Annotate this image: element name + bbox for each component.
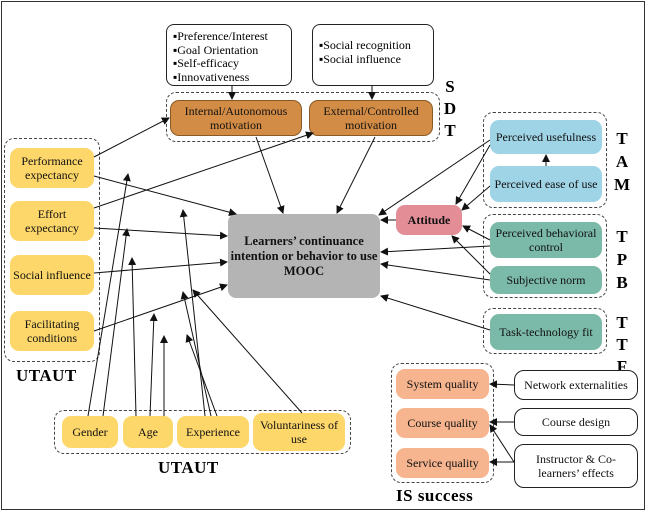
arrow xyxy=(380,261,491,281)
ttf-group xyxy=(483,308,607,354)
voluntariness-box: Voluntariness of use xyxy=(253,413,345,451)
arrow xyxy=(179,209,206,417)
facilitating-conditions-box: Facilitating conditions xyxy=(10,311,94,351)
sdt-letter: S xyxy=(445,77,455,96)
tpb-letter: T xyxy=(616,227,628,246)
arrow xyxy=(461,185,491,211)
sdt-letter: D xyxy=(443,99,457,118)
arrow xyxy=(149,313,158,417)
continuance-intention-box: Learners’ continuance intention or behav… xyxy=(228,214,380,298)
list-item: ▪Innovativeness xyxy=(173,69,250,84)
perceived-usefulness-box: Perceived usefulness xyxy=(490,120,602,154)
list-item: ▪Goal Orientation xyxy=(173,42,259,57)
tam-letter: A xyxy=(615,152,629,171)
system-quality-box: System quality xyxy=(396,369,489,399)
arrow xyxy=(93,227,228,240)
list-item: ▪Social recognition xyxy=(319,38,411,52)
gender-box: Gender xyxy=(62,416,118,448)
ttf-letter: T xyxy=(616,335,628,354)
tpb-group xyxy=(483,214,607,298)
tpb-letter: P xyxy=(616,250,628,269)
utaut-left-label: UTAUT xyxy=(16,366,77,385)
subjective-norm-box: Subjective norm xyxy=(490,266,602,294)
utaut-bottom-label: UTAUT xyxy=(158,458,219,477)
network-externalities-box: Network externalities xyxy=(514,370,638,400)
age-box: Age xyxy=(123,416,173,448)
course-quality-box: Course quality xyxy=(396,408,489,438)
arrow xyxy=(380,294,491,331)
tam-group xyxy=(483,112,607,208)
arrow xyxy=(455,144,491,205)
arrow xyxy=(185,334,218,417)
tam-letter: T xyxy=(616,129,628,148)
arrow xyxy=(128,257,137,417)
task-technology-fit-box: Task-technology fit xyxy=(490,314,602,350)
perceived-behavioral-control-box: Perceived behavioral control xyxy=(490,222,602,258)
arrow xyxy=(93,117,170,158)
list-item: ▪Social influence xyxy=(319,51,401,66)
internal-motivation-box: Internal/Autonomous motivation xyxy=(170,100,302,136)
tam-letter: M xyxy=(614,175,631,194)
list-item: ▪Preference/Interest xyxy=(173,29,268,43)
arrow xyxy=(93,175,237,217)
arrow xyxy=(378,139,491,216)
is-success-label: IS success xyxy=(396,486,474,505)
social-influence-box: Social influence xyxy=(10,255,94,295)
effort-expectancy-box: Effort expectancy xyxy=(10,201,94,241)
perceived-ease-of-use-box: Perceived ease of use xyxy=(490,166,602,202)
arrow xyxy=(93,131,314,209)
arrow xyxy=(255,136,285,214)
ttf-letter: F xyxy=(616,357,628,376)
arrow xyxy=(93,258,228,274)
arrow xyxy=(380,245,491,256)
external-motivation-box: External/Controlled motivation xyxy=(309,100,433,136)
performance-expectancy-box: Performance expectancy xyxy=(10,148,94,188)
tpb-letter: B xyxy=(616,273,628,292)
arrow xyxy=(93,283,228,332)
utaut-bottom-group xyxy=(54,410,351,454)
arrow xyxy=(336,136,376,214)
arrow xyxy=(102,228,131,417)
motivation-antecedents-list: ▪Preference/Interest ▪Goal Orientation ▪… xyxy=(166,24,292,86)
arrow xyxy=(489,424,515,463)
ttf-letter: T xyxy=(616,313,628,332)
course-design-box: Course design xyxy=(514,408,638,436)
co-learners-effects-box: Instructor & Co-learners’ effects xyxy=(514,444,638,488)
list-item: ▪Self-efficacy xyxy=(173,56,239,70)
arrow xyxy=(451,235,491,275)
sdt-letter: T xyxy=(444,121,456,140)
attitude-box: Attitude xyxy=(396,205,462,235)
service-quality-box: Service quality xyxy=(396,448,489,478)
arrow xyxy=(489,380,515,389)
arrow xyxy=(87,173,131,417)
utaut-left-group xyxy=(4,138,100,362)
social-antecedents-list: ▪Social recognition ▪Social influence xyxy=(312,24,434,86)
arrow xyxy=(180,291,212,417)
arrow xyxy=(462,225,491,241)
experience-box: Experience xyxy=(177,416,249,448)
sdt-group xyxy=(166,92,440,142)
arrow xyxy=(192,289,303,414)
